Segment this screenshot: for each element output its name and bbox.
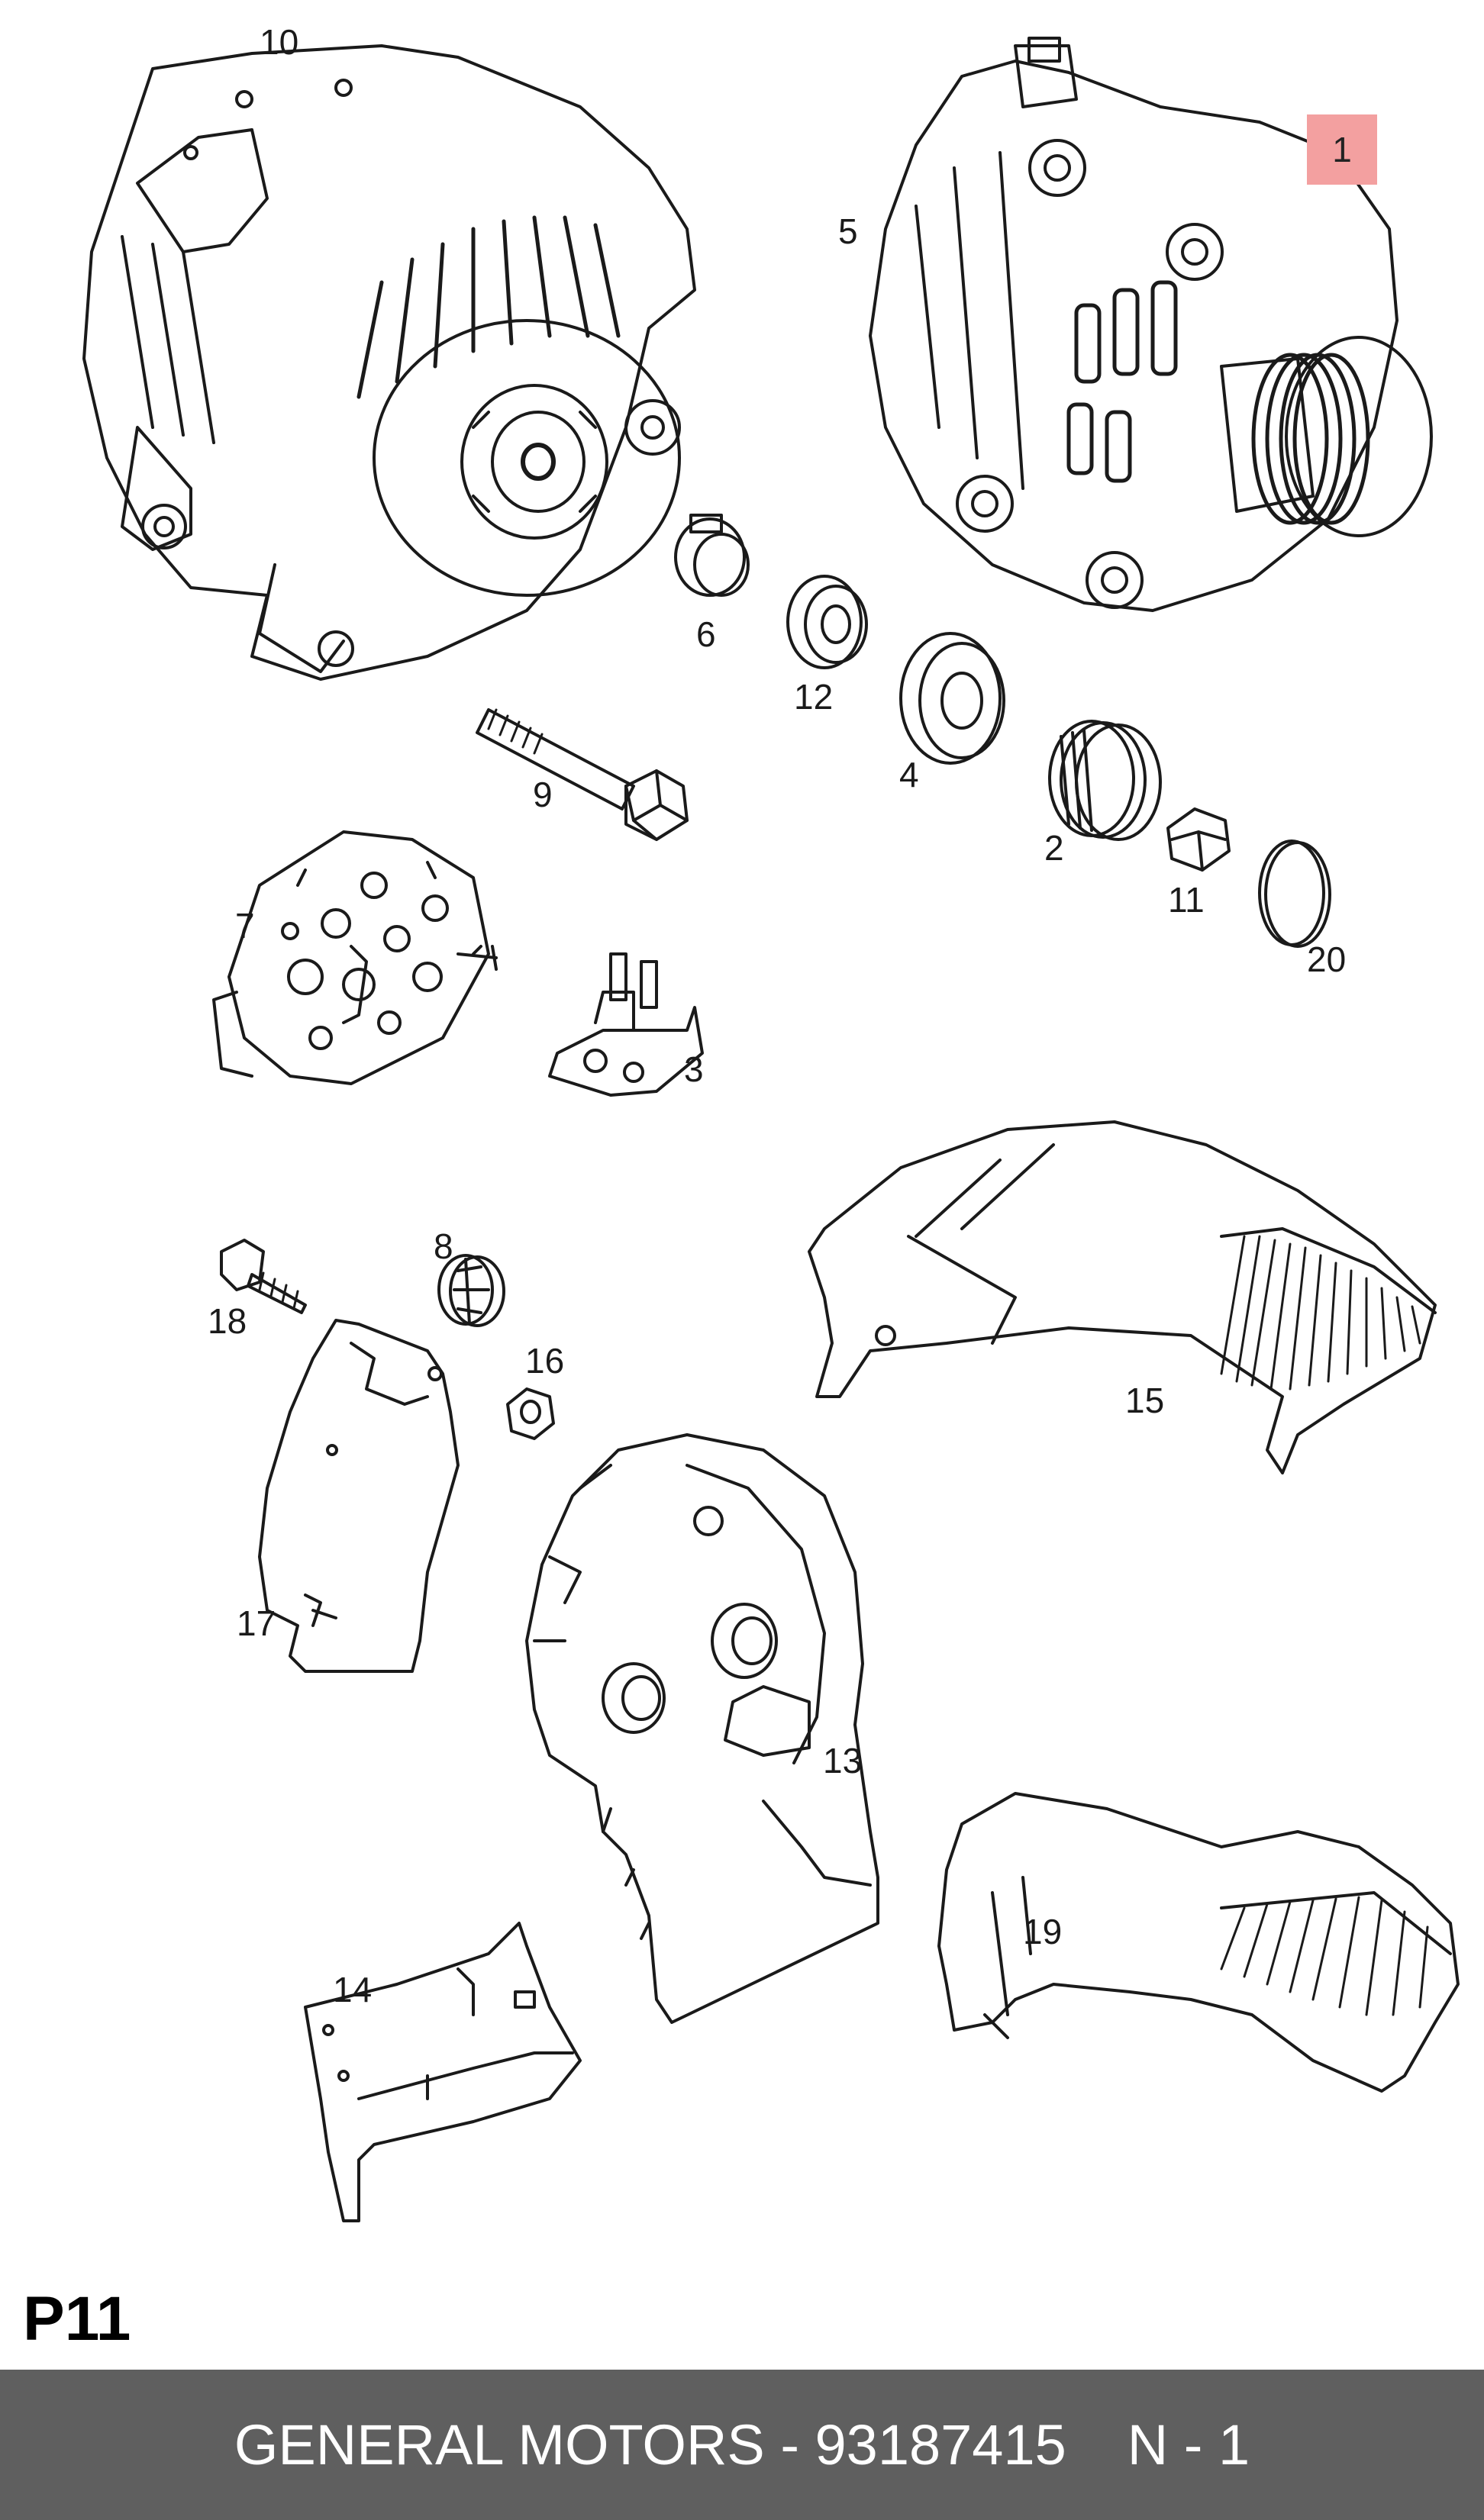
- part-8-spacer: [437, 1254, 505, 1327]
- callout-13: 13: [823, 1741, 863, 1780]
- callout-19: 19: [1023, 1912, 1063, 1951]
- footer-part-text: GENERAL MOTORS - 93187415: [234, 2413, 1066, 2476]
- callout-11: 11: [1168, 880, 1205, 920]
- part-11-nut: [1166, 807, 1231, 872]
- part-12-bearing: [786, 575, 868, 669]
- footer-bar: GENERAL MOTORS - 93187415 N - 1: [0, 2370, 1484, 2520]
- part-2-pulley: [1048, 720, 1162, 841]
- callout-1-highlight[interactable]: 1: [1307, 114, 1377, 185]
- part-14-bracket: [304, 1922, 582, 2222]
- callout-6: 6: [696, 614, 716, 654]
- callout-5: 5: [838, 211, 858, 251]
- callout-10: 10: [260, 22, 299, 62]
- part-3-regulator: [548, 952, 704, 1097]
- part-17-bracket: [258, 1319, 460, 1673]
- callout-15: 15: [1125, 1381, 1165, 1420]
- part-9-bolt: [476, 708, 689, 841]
- part-20-washer: [1258, 839, 1331, 948]
- part-16-nut: [506, 1387, 555, 1440]
- footer-quantity-text: N - 1: [1127, 2413, 1250, 2476]
- part-18-screw: [220, 1239, 307, 1314]
- part-15-cover: [808, 1120, 1437, 1474]
- exploded-parts-diagram: [82, 37, 1460, 2222]
- callout-18: 18: [208, 1301, 247, 1341]
- callout-2: 2: [1044, 828, 1064, 868]
- part-5-alternator: [869, 37, 1433, 612]
- callout-17: 17: [237, 1603, 276, 1643]
- callout-9: 9: [533, 775, 553, 814]
- page-code: P11: [23, 2284, 131, 2354]
- part-4-bearing: [899, 632, 1005, 765]
- callout-16: 16: [525, 1341, 565, 1381]
- part-13-cover: [525, 1433, 879, 2024]
- part-10-alternator: [82, 44, 696, 681]
- callout-12: 12: [794, 677, 834, 717]
- callout-14: 14: [333, 1970, 373, 2009]
- part-7-rectifier: [212, 830, 498, 1085]
- part-19-cover: [937, 1792, 1460, 2093]
- callout-3: 3: [684, 1049, 704, 1089]
- callout-4: 4: [899, 755, 919, 794]
- callout-20: 20: [1307, 939, 1347, 979]
- part-6-clamp: [674, 514, 750, 597]
- callout-8: 8: [434, 1226, 453, 1266]
- callout-7: 7: [235, 906, 255, 946]
